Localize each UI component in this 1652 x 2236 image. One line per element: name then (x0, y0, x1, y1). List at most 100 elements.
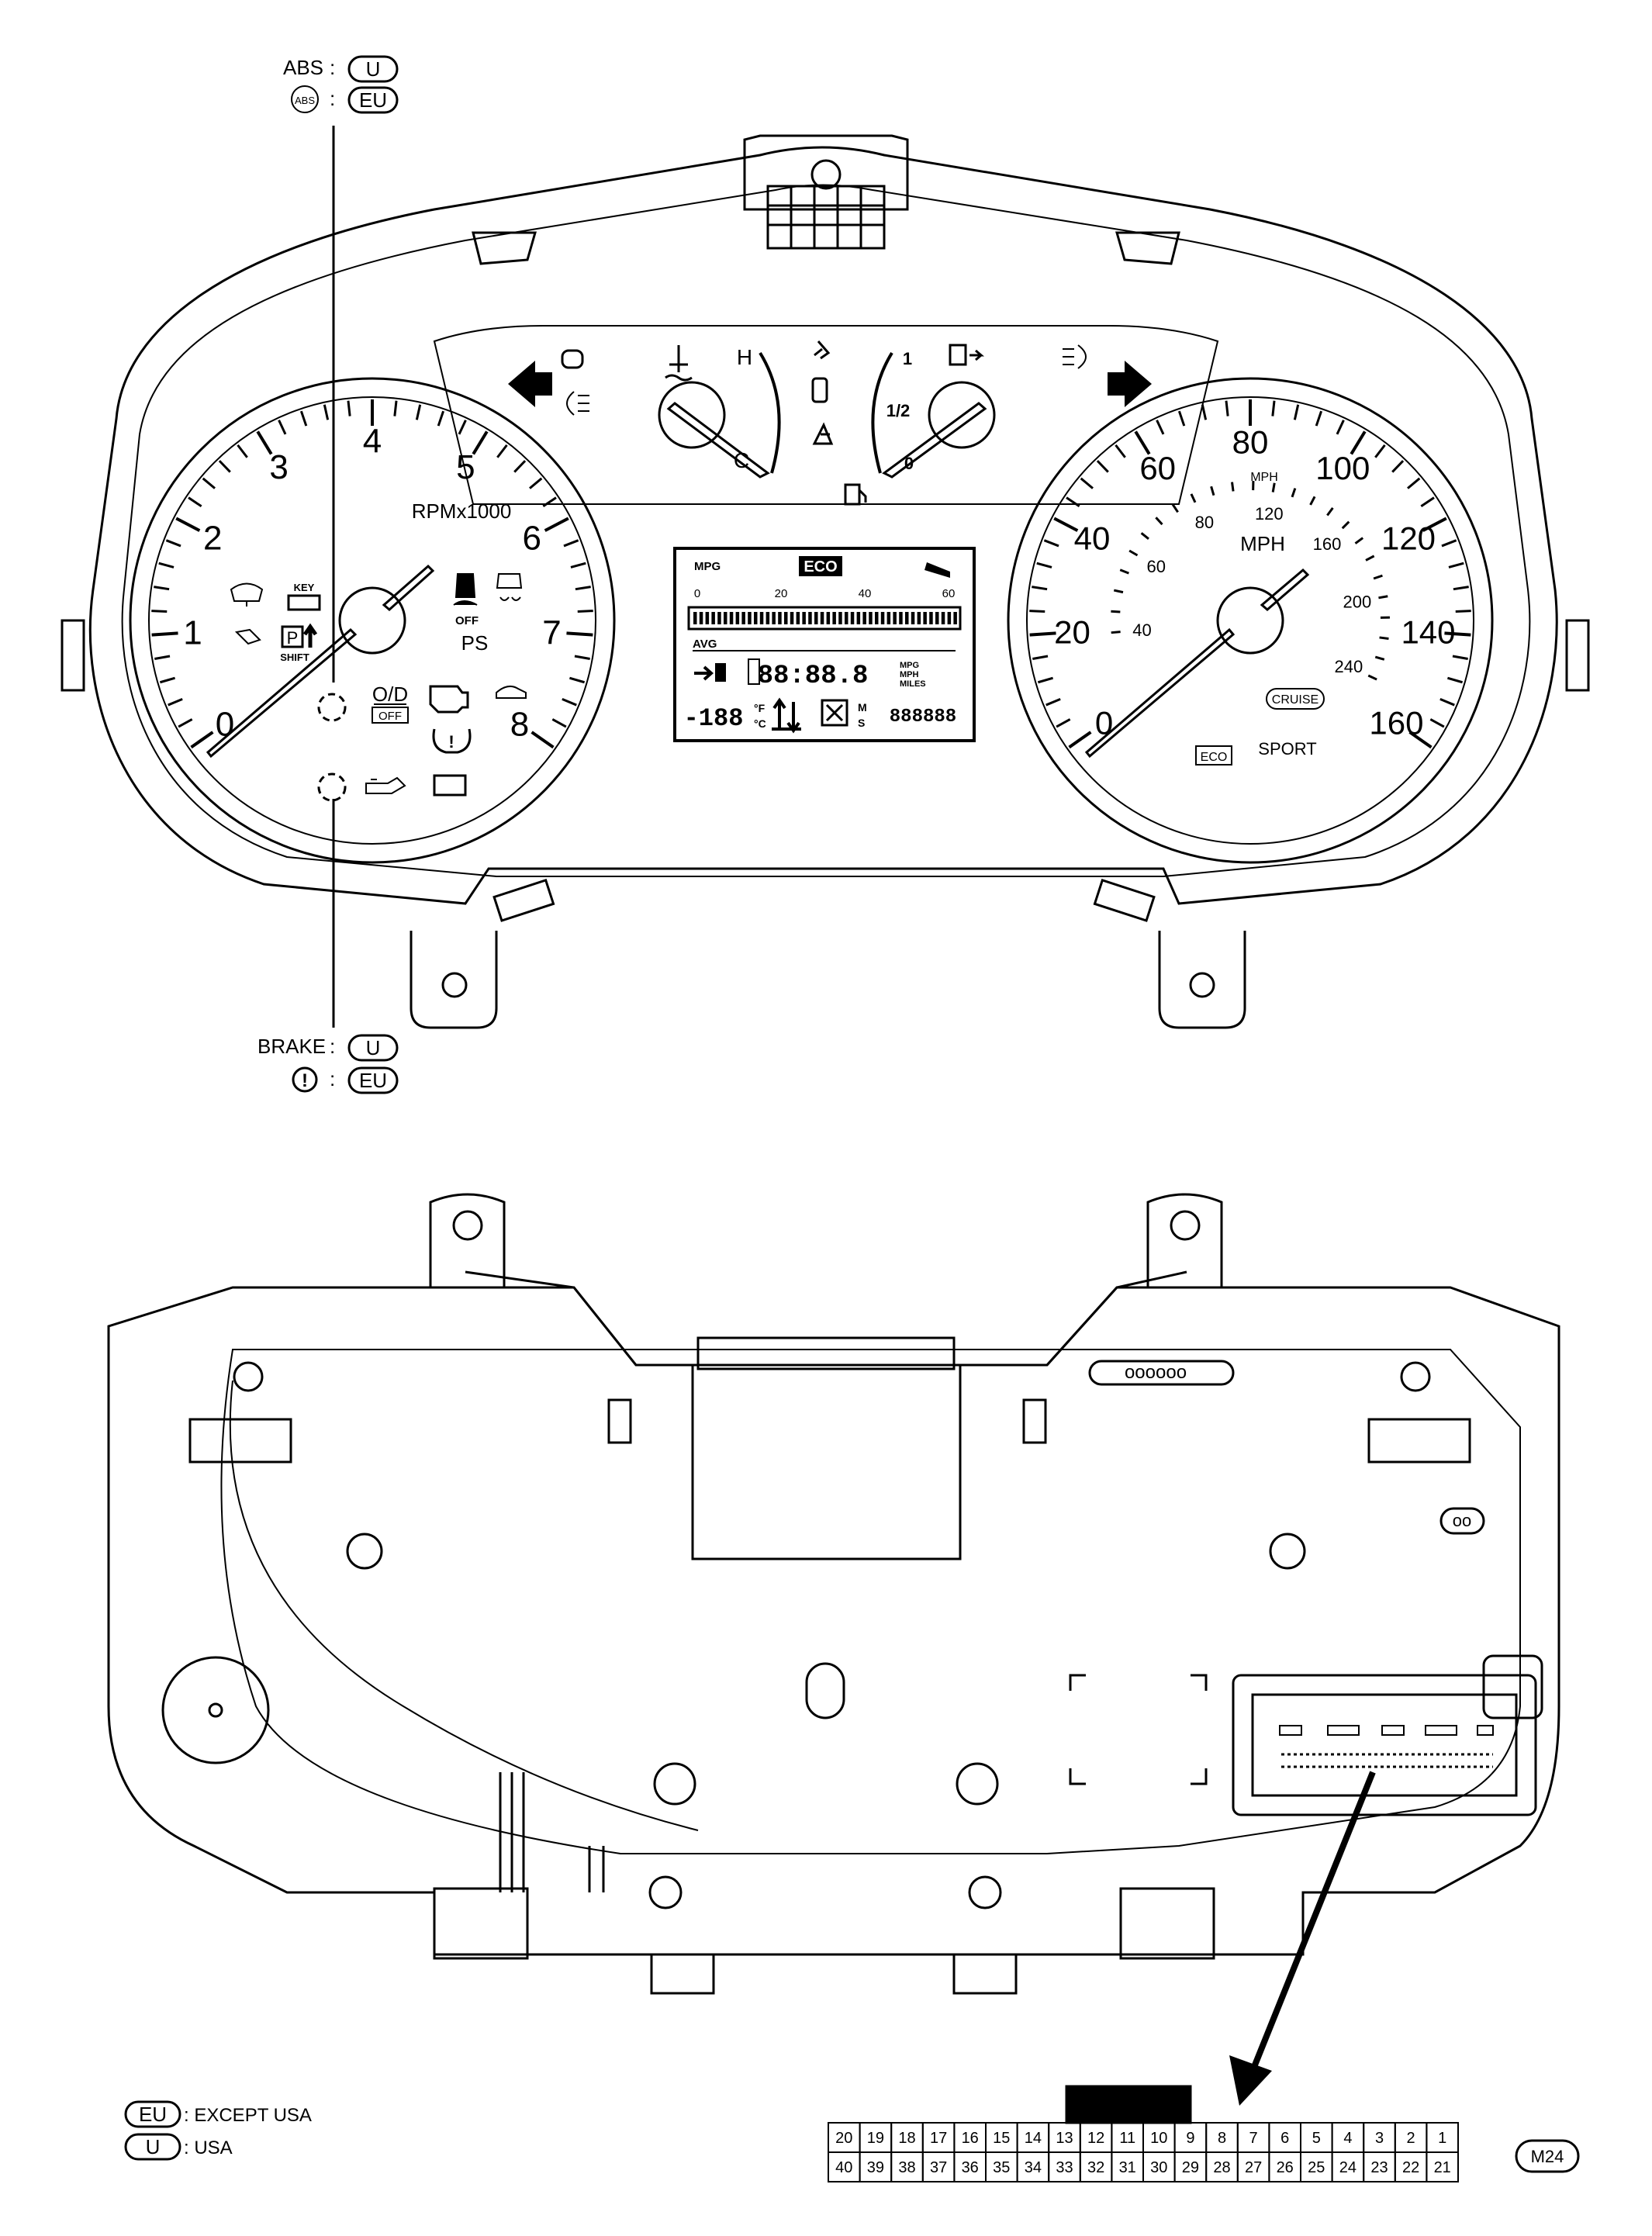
pin-number: 13 (1056, 2130, 1073, 2147)
rear-bottom-hole-2 (968, 1875, 1002, 1909)
rear-center-post (805, 1662, 845, 1719)
pin-number: 15 (993, 2130, 1010, 2147)
lcd-bar-segment (802, 612, 806, 624)
rear-large-hole (161, 1656, 270, 1764)
rear-dot-strip (1088, 1360, 1235, 1386)
pin-number: 36 (962, 2159, 979, 2176)
speedo-inner-tick (1155, 517, 1163, 526)
speedo-inner-tick (1119, 569, 1129, 575)
tacho-tick (458, 420, 467, 435)
rear-dots: oooooo (1125, 1362, 1187, 1383)
lcd-shoe-icon (924, 562, 950, 578)
speedo-tick (1453, 586, 1469, 591)
speedo-inner-number: 60 (1147, 557, 1166, 576)
pin-number: 37 (930, 2159, 947, 2176)
speedo-inner-tick (1190, 493, 1197, 503)
speedo-inner-number: 120 (1255, 504, 1284, 524)
speedo-tick (1029, 631, 1056, 637)
connector-pins (1279, 1725, 1494, 1736)
tacho-number: 4 (363, 422, 382, 460)
lcd-bar-graph (687, 606, 962, 631)
lcd-bar-segment (754, 612, 758, 624)
tacho-number: 6 (523, 519, 541, 557)
abs-code-eu: EU (359, 88, 387, 112)
rear-bottom-tab-1 (650, 1953, 715, 1995)
door-ajar-icon (811, 377, 828, 403)
brake-symbol: ! (302, 1070, 308, 1091)
pin-number: 30 (1150, 2159, 1167, 2176)
lcd-scale-60: 60 (942, 587, 956, 600)
lcd-bar-segment (917, 612, 921, 624)
speedo-tick (1336, 420, 1345, 435)
cruise-label: CRUISE (1272, 693, 1318, 707)
ps-label: PS (461, 631, 489, 655)
pin-number: 33 (1056, 2159, 1073, 2176)
pin-number: 32 (1087, 2159, 1104, 2176)
pin-number: 23 (1370, 2159, 1388, 2176)
colon-1: : (330, 56, 335, 79)
tacho-tick (151, 610, 168, 613)
front-fog-icon (566, 391, 589, 416)
connector-pointer-head (1229, 2055, 1272, 2106)
key-label: KEY (294, 582, 315, 593)
cluster-front (60, 134, 1590, 1029)
lcd-scale: 0 20 40 60 (694, 587, 956, 600)
speedo-outer-ring (1007, 377, 1494, 864)
speedo-inner-tick (1210, 486, 1215, 496)
rear-left-mount (429, 1193, 506, 1289)
speedo-tick (1441, 539, 1457, 548)
lcd-bar-segment (699, 612, 703, 624)
vdc-off-label: OFF (455, 614, 479, 627)
speedo-outer-unit: MPH (1240, 532, 1285, 555)
speedo-tick (1201, 404, 1208, 420)
headlight-icon (561, 349, 584, 369)
cluster-rear: oooooo oo (107, 1193, 1560, 1995)
lcd-bar-segment (741, 612, 745, 624)
speedo-tick (1446, 676, 1464, 684)
cluster-outer-housing (88, 146, 1558, 905)
pin-number: 34 (1025, 2159, 1042, 2176)
bottom-left-ear (410, 931, 498, 1029)
lcd-bar-segment (862, 612, 866, 624)
speedo-number: 40 (1074, 520, 1111, 556)
lcd-arrow-icon (694, 665, 714, 681)
speedo-inner-tick (1140, 532, 1149, 541)
pin-number: 22 (1402, 2159, 1419, 2176)
lcd-bar-segment (766, 612, 770, 624)
bottom-left-hole (441, 972, 468, 998)
shift-arrow-icon (302, 623, 318, 648)
lcd-eco-box (799, 556, 842, 576)
rear-left-slot (607, 1398, 632, 1444)
pin-cell (1426, 2151, 1460, 2182)
lcd-bar-segment (875, 612, 879, 624)
tacho-tick (188, 496, 202, 508)
legend-u-code: U (146, 2135, 161, 2158)
lcd-bar-segment (947, 612, 952, 624)
speedo-tick (1350, 430, 1367, 455)
pin-number: 20 (835, 2130, 852, 2147)
rear-bottom-clip-left (433, 1887, 529, 1960)
rear-hole-5 (653, 1762, 696, 1806)
rear-hole-2 (1400, 1361, 1431, 1392)
speedo-number: 120 (1381, 520, 1436, 556)
tacho-tick (544, 517, 569, 532)
lcd-bar-segment (693, 612, 697, 624)
top-bracket-grid (766, 185, 886, 250)
pin-number: 14 (1025, 2130, 1042, 2147)
temp-gauge-hub (658, 381, 726, 449)
speedo-inner-tick (1111, 610, 1121, 613)
tacho-tick (237, 444, 248, 458)
tacho-tick (175, 517, 201, 532)
pin-number: 26 (1277, 2159, 1294, 2176)
key-icon (287, 594, 321, 611)
right-turn-arrow-icon (1108, 361, 1152, 407)
lcd-bar-segment (838, 612, 842, 624)
lcd-bar-segments (693, 612, 957, 624)
tacho-tick (496, 444, 508, 458)
temp-gauge-arc (759, 351, 781, 474)
top-bracket (743, 134, 909, 211)
legend-eu-text: : EXCEPT USA (184, 2105, 312, 2126)
legend-eu-code: EU (139, 2103, 167, 2126)
tacho-tick (542, 496, 557, 508)
tacho-tick (202, 477, 216, 489)
